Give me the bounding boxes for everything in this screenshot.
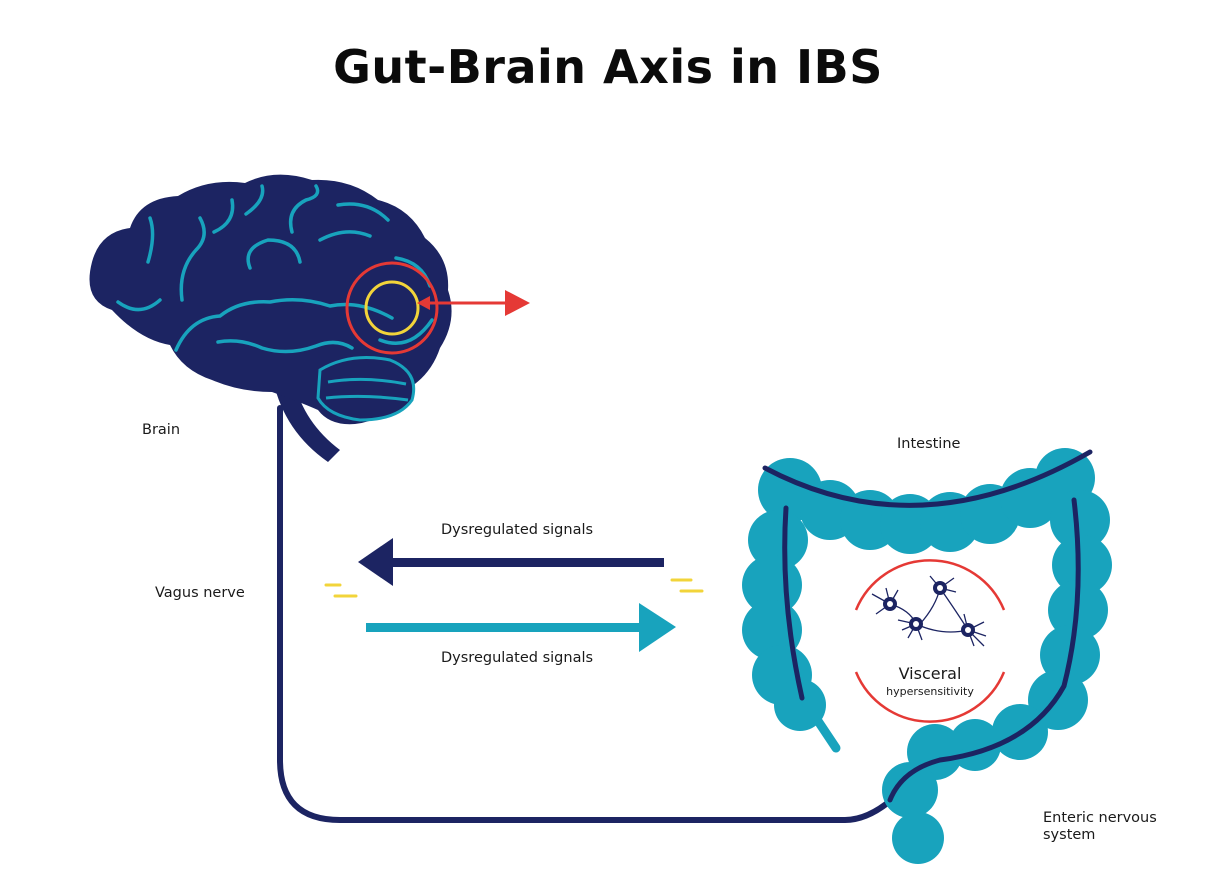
neuron-icon [871,575,987,647]
signal-label-bottom: Dysregulated signals [441,650,594,666]
double-arrow-icon [417,290,530,316]
visceral-label: Visceral [898,664,962,683]
arrow-left-icon [358,538,664,586]
signal-label-top: Dysregulated signals [441,522,594,538]
brain-label: Brain [142,422,181,438]
enteric-nervous-system-label: Enteric nervous system [1043,810,1173,844]
enteric-label-line2: system [1043,827,1096,843]
hypersensitivity-label: hypersensitivity [886,685,974,698]
intestine-icon [742,448,1112,864]
intestine-label: Intestine [897,436,961,452]
signal-dashes-right [670,578,704,593]
page-title: Gut-Brain Axis in IBS [333,40,883,94]
enteric-label-line1: Enteric nervous [1043,810,1157,826]
brain-icon [89,174,452,462]
vagus-nerve-label: Vagus nerve [155,585,245,601]
signal-dashes-left [324,583,358,598]
brain-region-highlight [345,261,439,355]
vagus-nerve-line [277,405,923,823]
arrow-right-icon [366,603,676,652]
